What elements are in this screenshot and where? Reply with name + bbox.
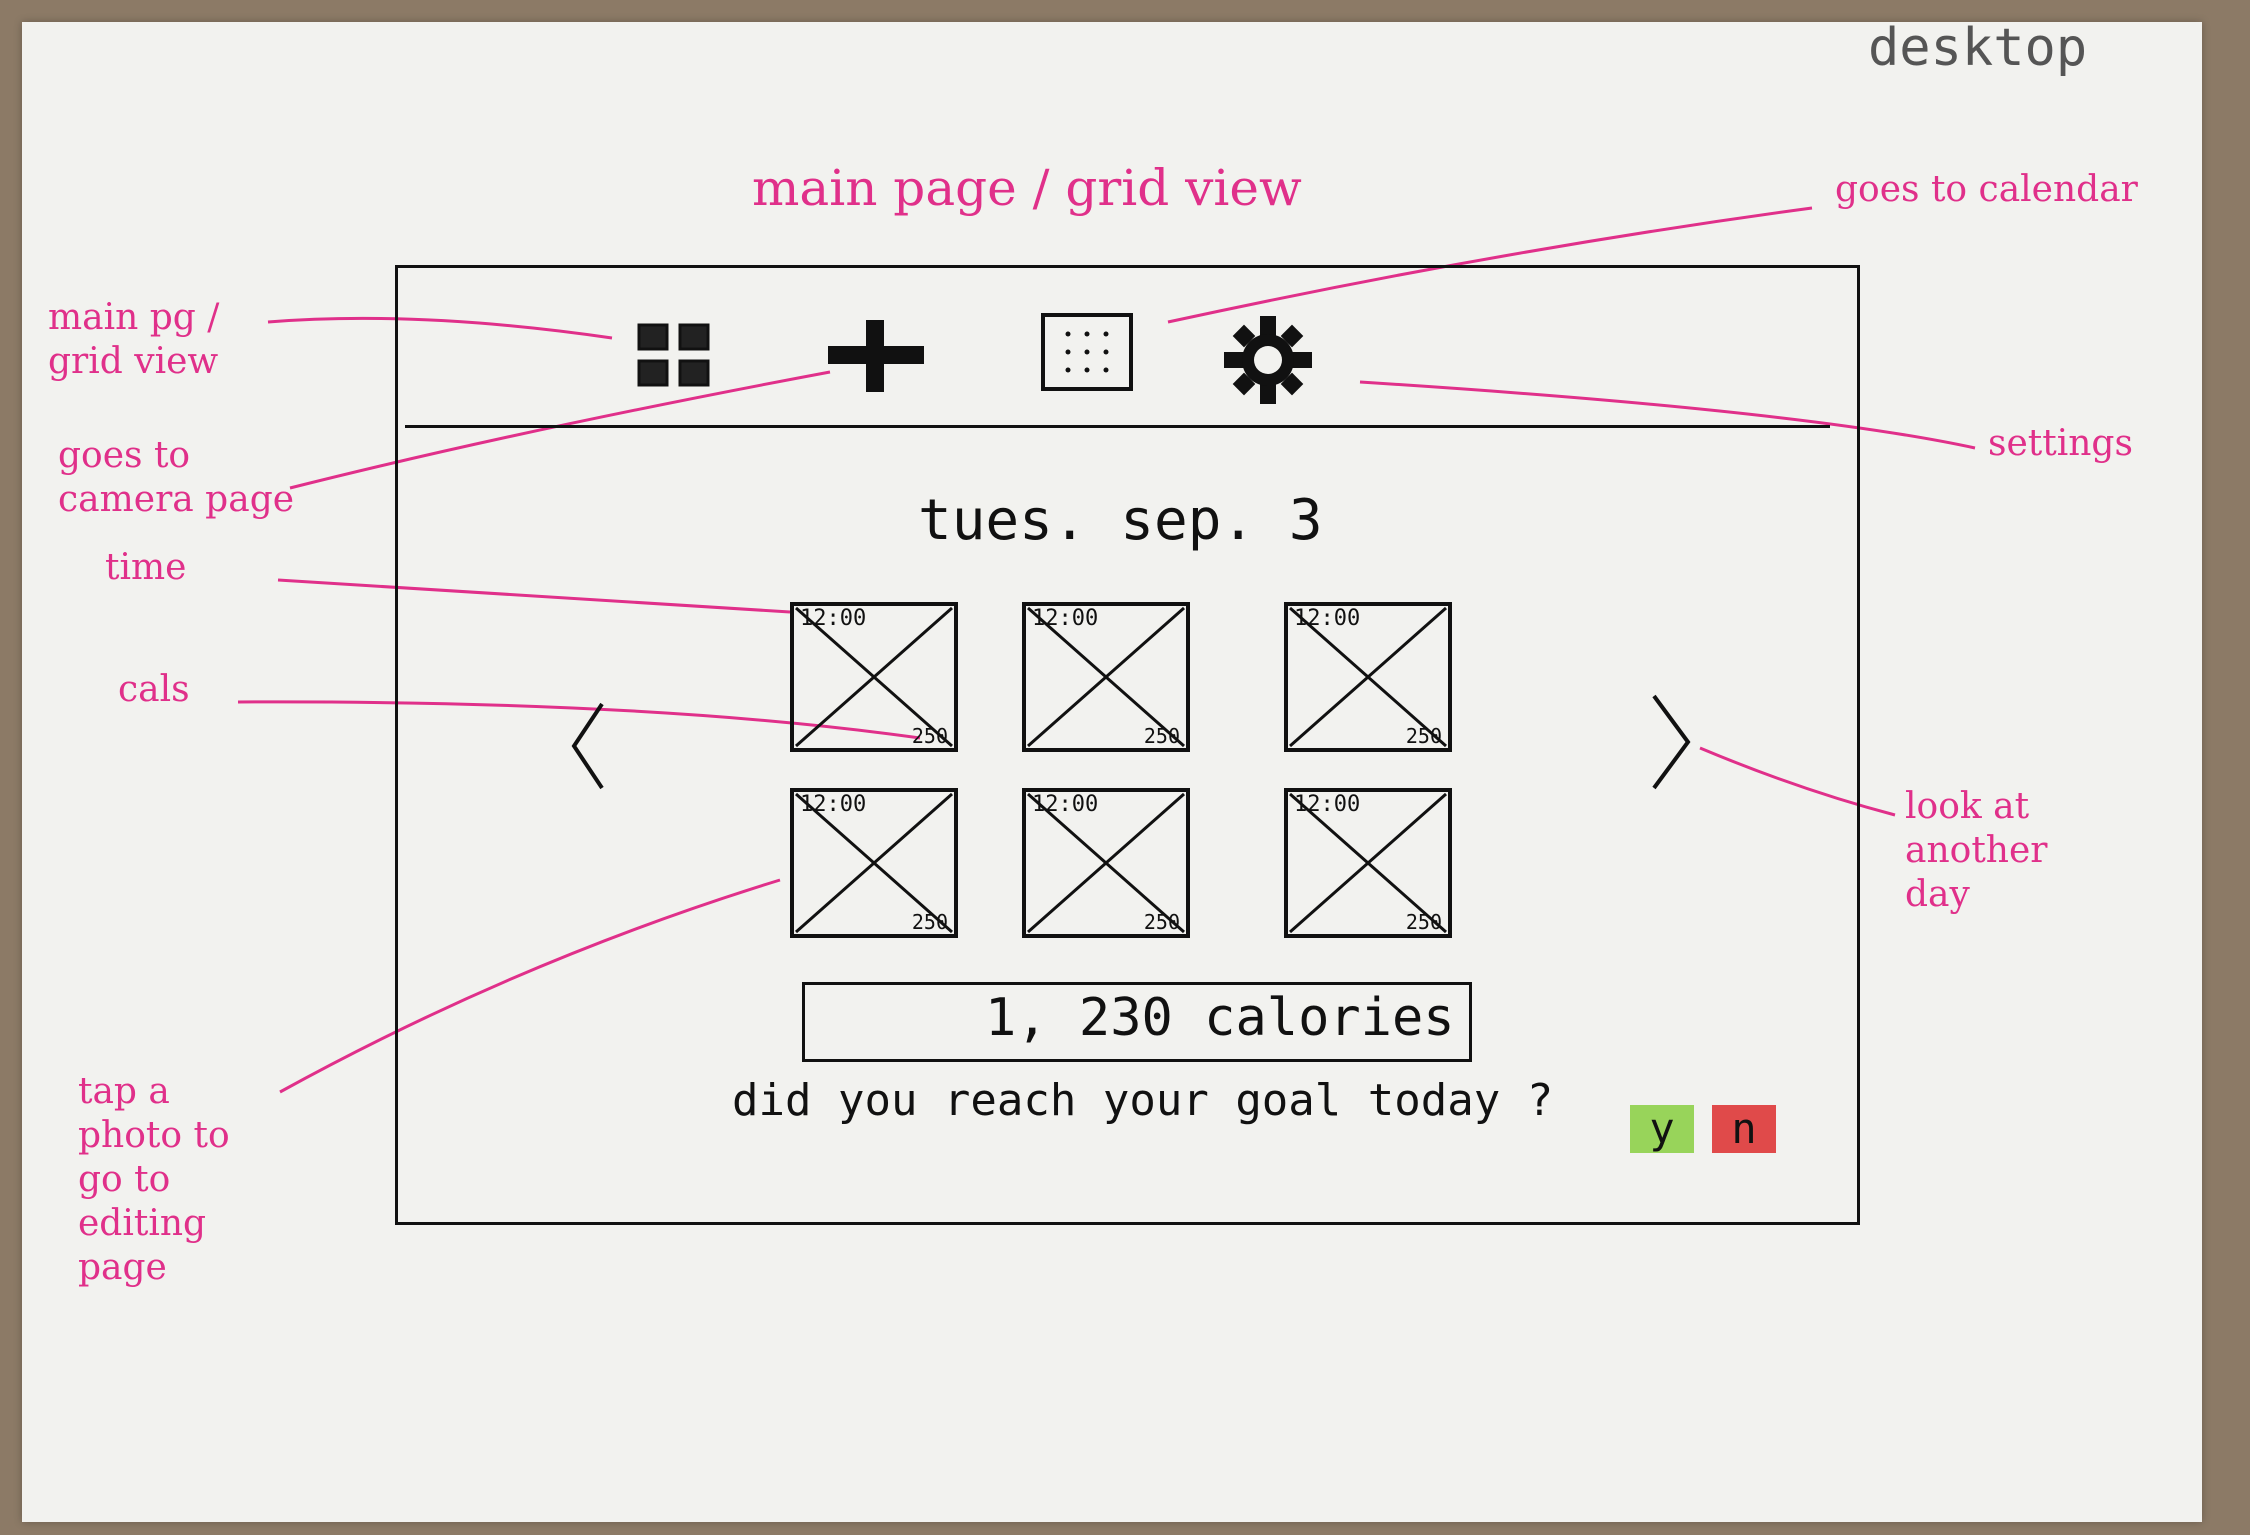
- photo-calories: 250: [1405, 910, 1442, 934]
- photo-time: 12:00: [1294, 792, 1361, 817]
- image-placeholder-icon: [795, 792, 953, 934]
- photo-time: 12:00: [1032, 606, 1099, 631]
- photo-thumbnail[interactable]: 12:00 250: [1022, 602, 1190, 752]
- photo-calories: 250: [1143, 910, 1180, 934]
- photo-calories: 250: [911, 910, 948, 934]
- goal-no-button[interactable]: n: [1712, 1105, 1776, 1153]
- image-placeholder-icon: [795, 606, 953, 748]
- photo-thumbnail[interactable]: 12:00 250: [1022, 788, 1190, 938]
- calendar-icon[interactable]: [1040, 312, 1134, 396]
- annotation-calendar: goes to calendar: [1835, 169, 2138, 210]
- date-label: tues. sep. 3: [918, 488, 1323, 553]
- photo-calories: 250: [911, 724, 948, 748]
- photo-calories: 250: [1405, 724, 1442, 748]
- annotation-cals: cals: [118, 669, 190, 710]
- previous-day-arrow[interactable]: [568, 700, 608, 796]
- photo-thumbnail[interactable]: 12:00 250: [790, 788, 958, 938]
- photo-time: 12:00: [800, 606, 867, 631]
- photo-thumbnail[interactable]: 12:00 250: [790, 602, 958, 752]
- leader-tap-photo: [279, 878, 781, 1094]
- photo-thumbnail[interactable]: 12:00 250: [1284, 788, 1452, 938]
- grid-view-icon[interactable]: [636, 322, 712, 392]
- annotation-main-grid: main pg / grid view: [48, 297, 220, 382]
- next-day-arrow[interactable]: [1648, 692, 1694, 796]
- calorie-total-box: [802, 982, 1472, 1062]
- gear-icon[interactable]: [1222, 314, 1314, 410]
- page-title: main page / grid view: [752, 159, 1302, 217]
- goal-yes-button[interactable]: y: [1630, 1105, 1694, 1153]
- annotation-camera: goes to camera page: [58, 435, 295, 520]
- leader-settings: [1359, 380, 1976, 450]
- plus-icon[interactable]: [826, 318, 926, 398]
- leader-camera: [289, 370, 831, 490]
- leader-cals: [237, 700, 921, 740]
- image-placeholder-icon: [1027, 792, 1185, 934]
- leader-calendar: [1167, 206, 1813, 324]
- image-placeholder-icon: [1289, 792, 1447, 934]
- calorie-total: 1, 230 calories: [985, 988, 1455, 1048]
- photo-time: 12:00: [1032, 792, 1099, 817]
- annotation-settings: settings: [1988, 423, 2133, 464]
- goal-question: did you reach your goal today ?: [732, 1075, 1554, 1126]
- photo-time: 12:00: [800, 792, 867, 817]
- paper-sheet: [22, 22, 2202, 1522]
- image-placeholder-icon: [1027, 606, 1185, 748]
- photo-time: 12:00: [1294, 606, 1361, 631]
- device-label: desktop: [1868, 18, 2088, 78]
- sketch-window-frame: [395, 265, 1860, 1225]
- leader-another-day: [1699, 746, 1896, 817]
- leader-time: [277, 578, 791, 614]
- photo-calories: 250: [1143, 724, 1180, 748]
- annotation-another-day: look at another day: [1905, 786, 2048, 915]
- toolbar-divider: [405, 425, 1830, 428]
- annotation-tap-photo: tap a photo to go to editing page: [78, 1071, 230, 1288]
- annotation-time: time: [105, 547, 187, 588]
- image-placeholder-icon: [1289, 606, 1447, 748]
- photo-thumbnail[interactable]: 12:00 250: [1284, 602, 1452, 752]
- leader-grid: [267, 316, 613, 340]
